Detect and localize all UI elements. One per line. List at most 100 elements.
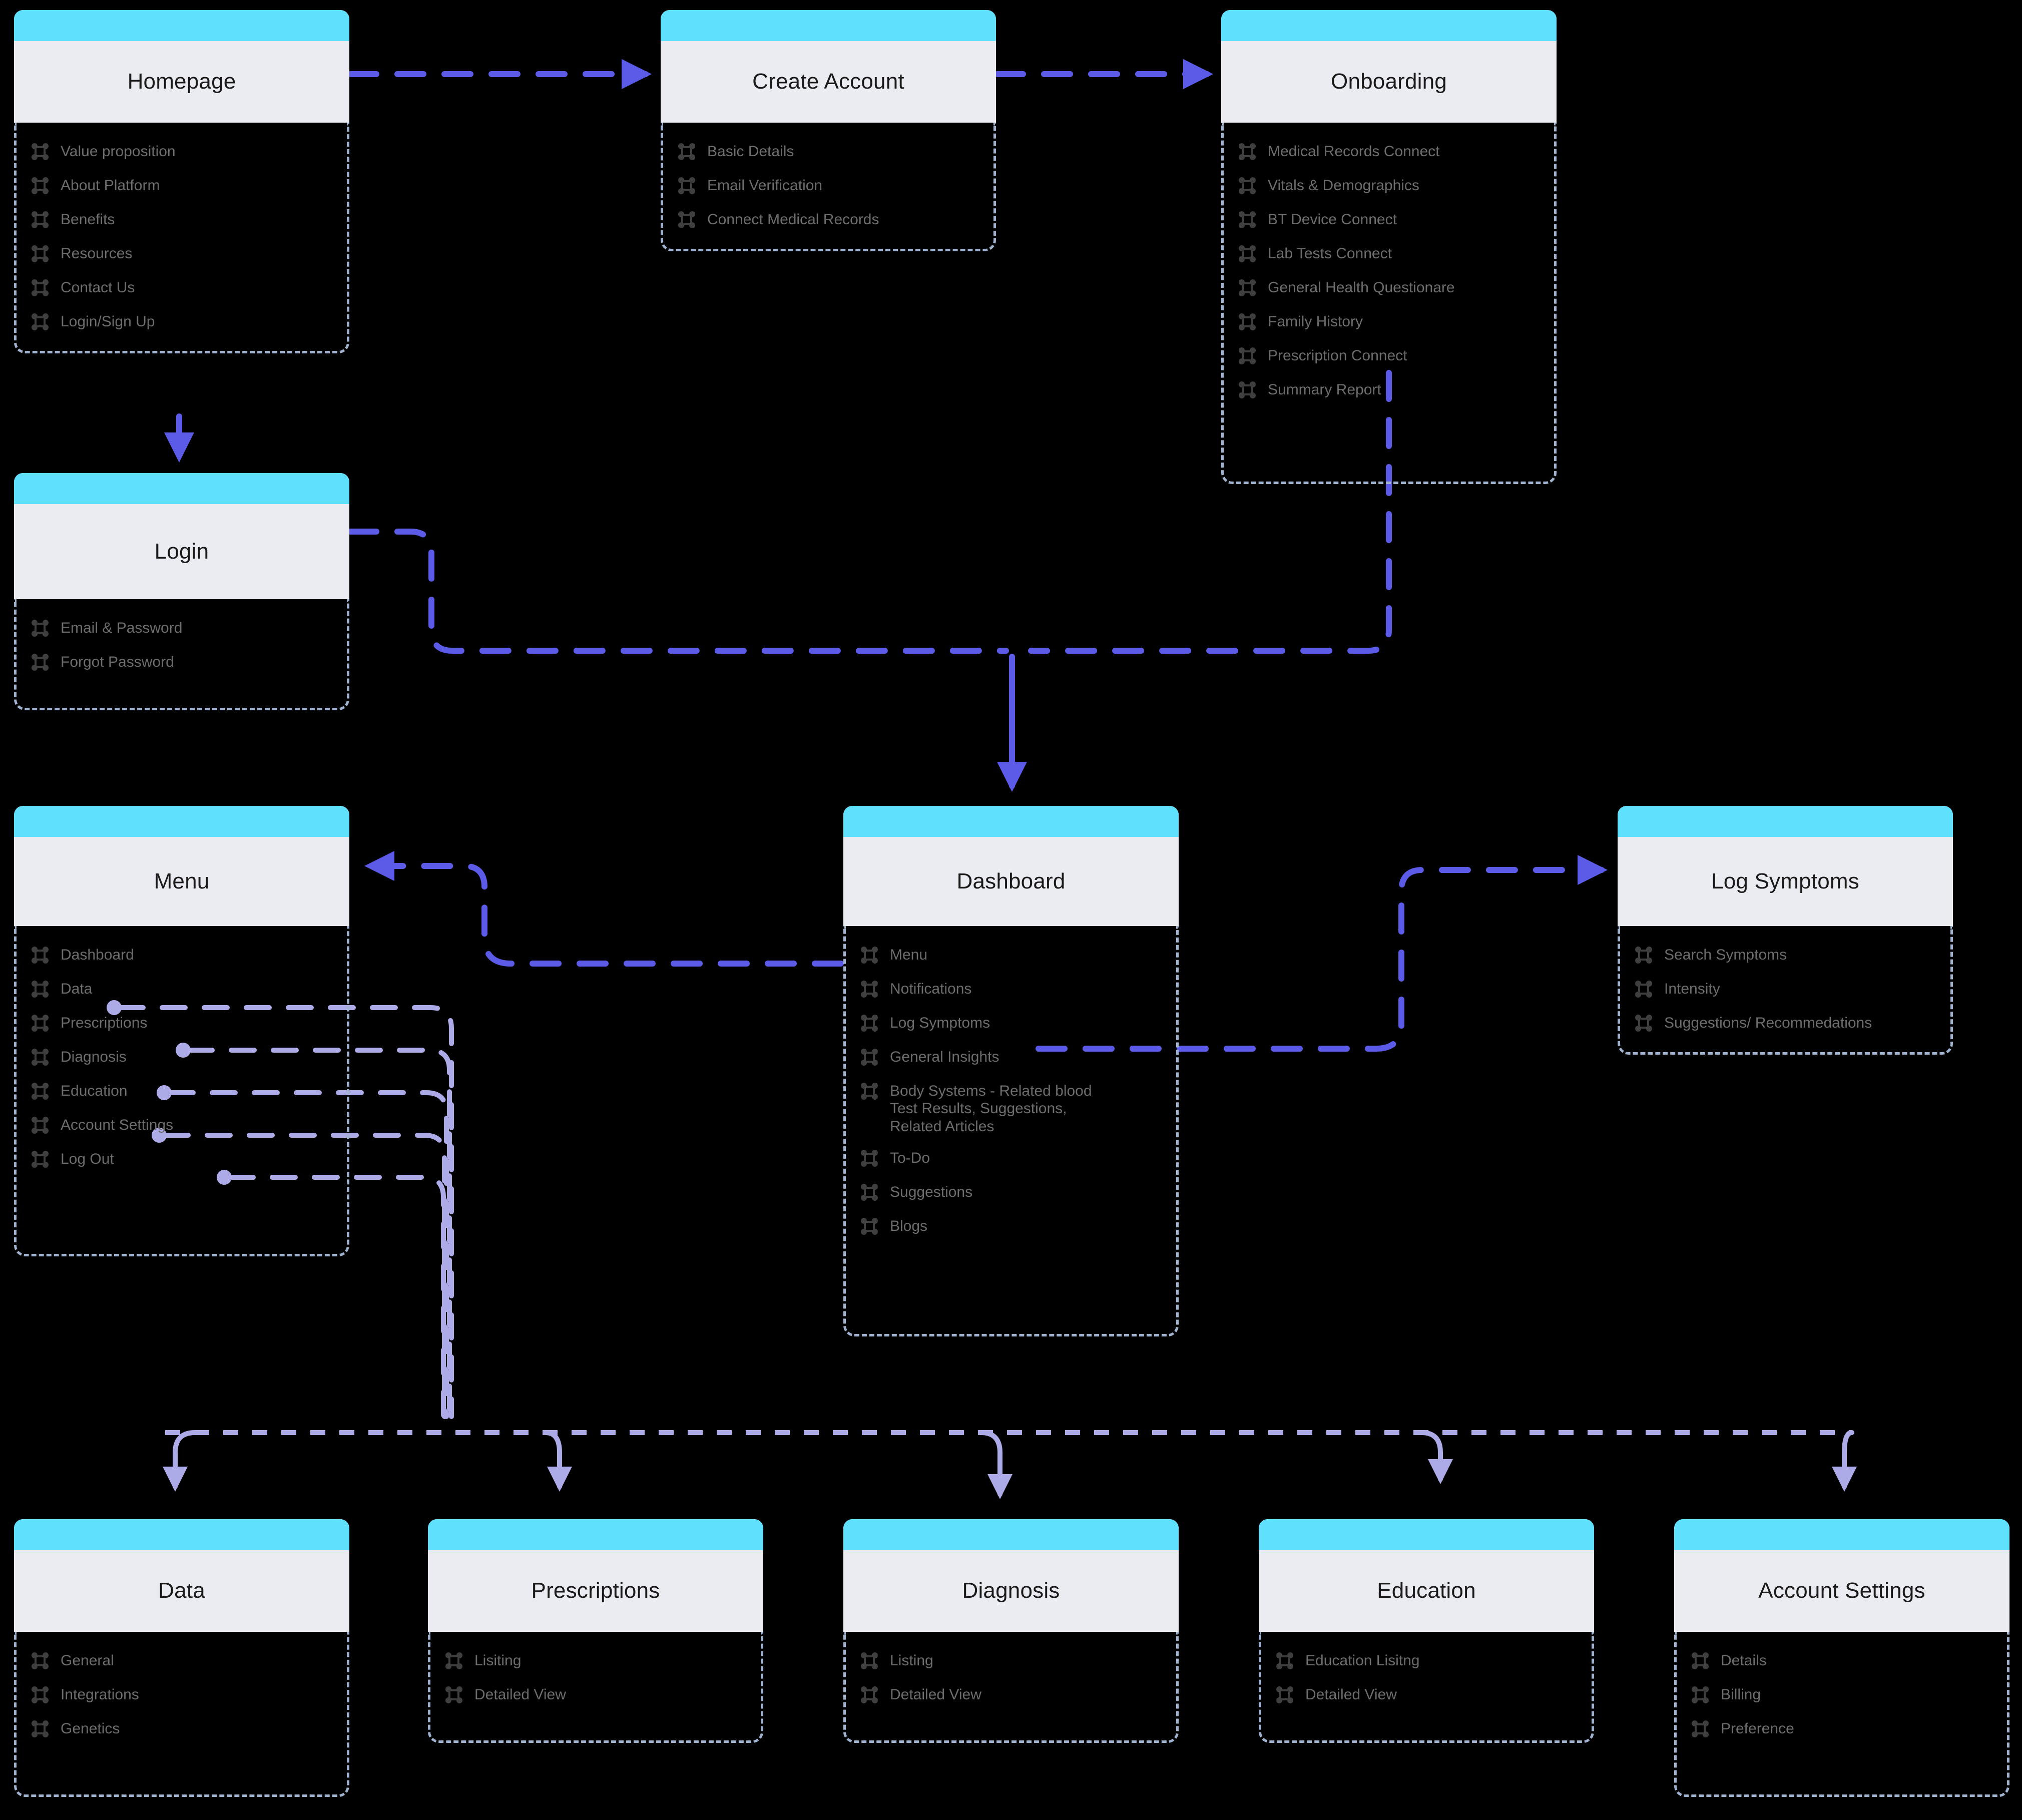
node-item[interactable]: Menu	[846, 944, 1176, 966]
node-item-label: Email Verification	[707, 177, 823, 194]
node-item[interactable]: General Insights	[846, 1046, 1176, 1068]
node-header-homepage: Homepage	[14, 10, 349, 123]
node-item[interactable]: Email & Password	[17, 617, 347, 639]
node-accent-bar	[1674, 1519, 2009, 1550]
component-frame-icon	[678, 177, 695, 194]
node-item-label: Blogs	[890, 1218, 928, 1235]
component-frame-icon	[32, 177, 49, 194]
node-item[interactable]: Detailed View	[1261, 1684, 1592, 1706]
node-item-label: Account Settings	[61, 1117, 174, 1133]
node-item-label: Data	[61, 981, 93, 997]
node-item-label: Connect Medical Records	[707, 211, 879, 228]
node-item[interactable]: Prescription Connect	[1224, 345, 1554, 367]
node-item[interactable]: Benefits	[17, 209, 347, 231]
node-item[interactable]: To-Do	[846, 1147, 1176, 1169]
node-item[interactable]: Details	[1677, 1650, 2007, 1672]
component-frame-icon	[1239, 347, 1256, 364]
component-frame-icon	[32, 981, 49, 998]
edge-bus-to-data	[163, 1430, 198, 1492]
node-item-label: Log Symptoms	[890, 1015, 990, 1031]
node-title: Prescriptions	[531, 1578, 660, 1603]
node-accent-bar	[1618, 806, 1953, 837]
node-item[interactable]: Lab Tests Connect	[1224, 243, 1554, 265]
component-frame-icon	[861, 1015, 878, 1032]
node-item-label: Vitals & Demographics	[1268, 177, 1419, 194]
node-item[interactable]: Listing	[846, 1650, 1176, 1672]
node-item-label: To-Do	[890, 1150, 930, 1167]
node-item[interactable]: Value proposition	[17, 141, 347, 163]
node-item[interactable]: Suggestions/ Recommedations	[1620, 1012, 1950, 1034]
node-item[interactable]: Login/Sign Up	[17, 311, 347, 333]
node-accent-bar	[14, 806, 349, 837]
node-item[interactable]: Detailed View	[846, 1684, 1176, 1706]
node-item[interactable]: Preference	[1677, 1718, 2007, 1740]
node-item[interactable]: General Health Questionare	[1224, 277, 1554, 299]
component-frame-icon	[861, 947, 878, 964]
node-item[interactable]: Forgot Password	[17, 651, 347, 673]
node-item[interactable]: Integrations	[17, 1684, 347, 1706]
node-title: Diagnosis	[962, 1578, 1060, 1603]
node-item[interactable]: Diagnosis	[17, 1046, 347, 1068]
component-frame-icon	[1635, 1015, 1652, 1032]
node-item[interactable]: Connect Medical Records	[663, 209, 993, 231]
node-item[interactable]: About Platform	[17, 175, 347, 197]
node-item[interactable]: Suggestions	[846, 1181, 1176, 1203]
node-item[interactable]: Lisiting	[430, 1650, 761, 1672]
node-item[interactable]: Blogs	[846, 1215, 1176, 1237]
node-item[interactable]: Dashboard	[17, 944, 347, 966]
node-item[interactable]: Account Settings	[17, 1114, 347, 1136]
node-item[interactable]: Billing	[1677, 1684, 2007, 1706]
node-item[interactable]: Detailed View	[430, 1684, 761, 1706]
node-item[interactable]: Summary Report	[1224, 379, 1554, 401]
node-item[interactable]: Notifications	[846, 978, 1176, 1000]
node-item[interactable]: Email Verification	[663, 175, 993, 197]
node-item[interactable]: Education Lisitng	[1261, 1650, 1592, 1672]
node-item[interactable]: General	[17, 1650, 347, 1672]
node-item[interactable]: Data	[17, 978, 347, 1000]
node-item[interactable]: Resources	[17, 243, 347, 265]
component-frame-icon	[1239, 177, 1256, 194]
node-item[interactable]: Vitals & Demographics	[1224, 175, 1554, 197]
node-item[interactable]: Log Symptoms	[846, 1012, 1176, 1034]
node-item-label: Billing	[1721, 1686, 1761, 1703]
node-item[interactable]: Family History	[1224, 311, 1554, 333]
node-item[interactable]: Log Out	[17, 1148, 347, 1170]
node-item[interactable]: Basic Details	[663, 141, 993, 163]
node-item[interactable]: BT Device Connect	[1224, 209, 1554, 231]
node-item[interactable]: Prescriptions	[17, 1012, 347, 1034]
component-frame-icon	[32, 1652, 49, 1669]
node-item[interactable]: Intensity	[1620, 978, 1950, 1000]
component-frame-icon	[32, 211, 49, 228]
node-item-label: Detailed View	[474, 1686, 566, 1703]
node-title-wrap: Login	[14, 504, 349, 599]
edge-bus-to-education	[1419, 1430, 1453, 1484]
node-item[interactable]: Contact Us	[17, 277, 347, 299]
node-item[interactable]: Medical Records Connect	[1224, 141, 1554, 163]
node-item[interactable]: Search Symptoms	[1620, 944, 1950, 966]
component-frame-icon	[1635, 947, 1652, 964]
node-item[interactable]: Genetics	[17, 1718, 347, 1740]
edge-bus-to-diagnosis	[978, 1430, 1013, 1499]
node-item[interactable]: Body Systems - Related blood Test Result…	[846, 1080, 1176, 1135]
node-item[interactable]: Education	[17, 1080, 347, 1102]
node-header-education: Education	[1259, 1519, 1594, 1632]
